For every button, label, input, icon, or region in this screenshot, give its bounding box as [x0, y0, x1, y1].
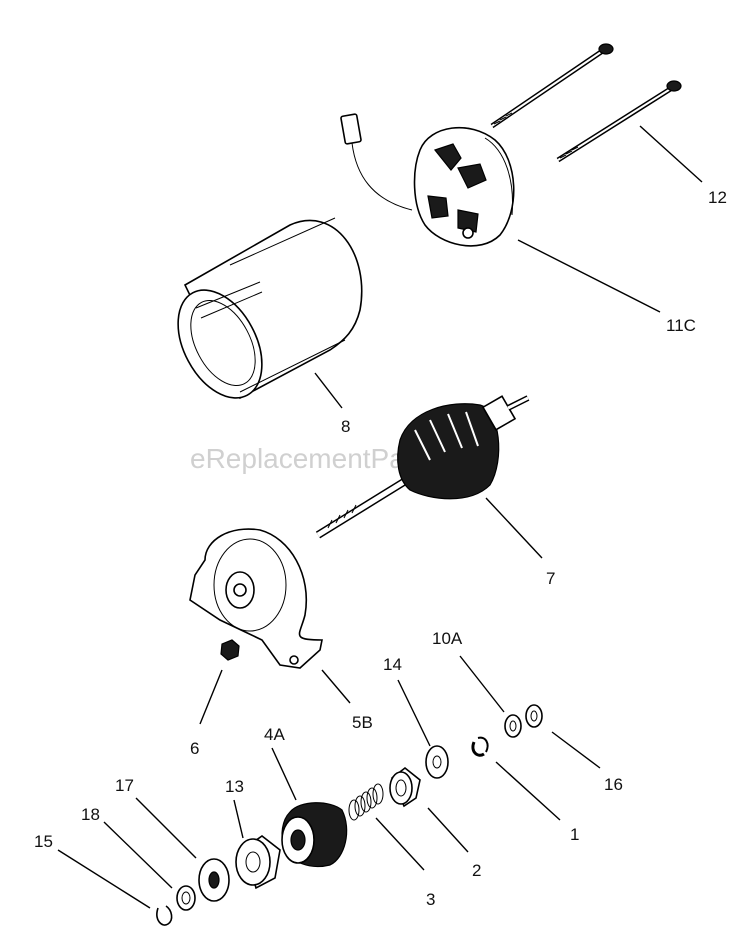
part-1-clip[interactable] [471, 736, 489, 757]
leader-16 [551, 731, 601, 769]
part-8-motor-housing[interactable] [161, 217, 363, 412]
part-4a-pinion-gear[interactable] [281, 802, 348, 868]
part-6-nut[interactable] [220, 639, 240, 661]
callout-1: 1 [570, 825, 579, 844]
leader-5b [321, 669, 351, 704]
callout-15: 15 [34, 832, 53, 851]
callout-11c: 11C [666, 316, 696, 335]
part-11c-end-cap-assembly[interactable] [340, 113, 515, 247]
leader-lines [57, 125, 703, 909]
leader-12 [639, 125, 703, 183]
callout-6: 6 [190, 739, 199, 758]
leader-1 [495, 761, 561, 821]
part-7-armature[interactable] [315, 395, 530, 539]
callout-12: 12 [708, 188, 727, 207]
part-5b-drive-end-bracket[interactable] [189, 528, 323, 669]
leader-11c [517, 239, 661, 313]
leader-8 [314, 372, 343, 409]
callout-8: 8 [341, 417, 350, 436]
part-17-washer[interactable] [198, 858, 230, 902]
callout-14: 14 [383, 655, 402, 674]
leader-2 [427, 807, 469, 853]
callout-16: 16 [604, 775, 623, 794]
callout-13: 13 [225, 777, 244, 796]
part-2-collar[interactable] [389, 766, 421, 808]
leader-10a [459, 655, 505, 713]
leader-13 [233, 799, 244, 839]
leader-3 [375, 817, 425, 871]
part-15-retaining-ring[interactable] [156, 905, 173, 926]
part-14-thrust-washer[interactable] [425, 745, 449, 779]
callout-3: 3 [426, 890, 435, 909]
leader-17 [135, 797, 197, 859]
leader-15 [57, 849, 151, 909]
part-10a-washer[interactable] [504, 714, 522, 738]
leader-14 [397, 679, 431, 747]
callout-4a: 4A [264, 725, 285, 744]
callout-labels: 12 11C 8 7 5B 6 4A 13 17 18 15 3 2 14 10… [34, 188, 727, 909]
callout-5b: 5B [352, 713, 373, 732]
part-13-spacer[interactable] [235, 835, 281, 890]
part-16-washer[interactable] [525, 704, 543, 728]
leader-4a [271, 747, 297, 801]
callout-2: 2 [472, 861, 481, 880]
callout-17: 17 [115, 776, 134, 795]
callout-18: 18 [81, 805, 100, 824]
callout-10a: 10A [432, 629, 463, 648]
part-3-spring[interactable] [348, 783, 384, 821]
callout-7: 7 [546, 569, 555, 588]
part-18-washer[interactable] [176, 885, 196, 911]
leader-7 [485, 497, 543, 559]
part-12-through-bolts[interactable] [490, 43, 682, 163]
leader-6 [199, 669, 223, 725]
leader-18 [103, 821, 173, 889]
